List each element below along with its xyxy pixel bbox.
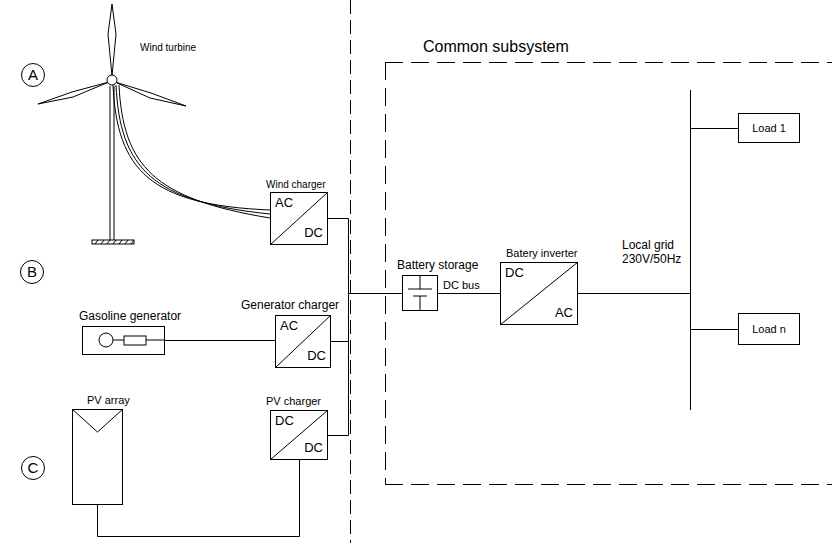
connector-line <box>578 294 738 330</box>
connector-line <box>328 294 402 436</box>
pv-array-box: PV array <box>72 409 123 505</box>
node-text: Load 1 <box>752 122 786 135</box>
callout-letter: C <box>28 459 39 476</box>
node-heading: PV array <box>87 394 130 407</box>
node-heading: PV charger <box>266 395 321 408</box>
callout-circle: A <box>21 63 45 87</box>
converter-box: Generator chargerACDC <box>275 315 331 368</box>
load-box: Load n <box>738 313 800 345</box>
part-label: Wind turbine <box>140 42 196 54</box>
dashed-border <box>385 484 832 485</box>
connector-line <box>98 460 300 537</box>
node-text: DC <box>307 349 326 364</box>
callout-circle: B <box>20 260 44 284</box>
battery-symbol <box>408 275 432 311</box>
grid-label: Local grid 230V/50Hz <box>622 238 681 267</box>
node-text: Load n <box>752 323 786 336</box>
node-text: DC <box>275 414 294 429</box>
node-heading: Generator charger <box>241 299 339 313</box>
node-text: DC <box>505 266 524 281</box>
dashed-border <box>385 62 386 485</box>
connector-line <box>578 129 738 294</box>
generator-symbol <box>99 333 165 347</box>
node-text: DC <box>304 441 323 456</box>
converter-diagonal <box>270 192 328 245</box>
node-heading: Common subsystem <box>423 38 569 56</box>
connector-line <box>328 219 402 294</box>
converter-diagonal <box>275 315 331 368</box>
wind-turbine <box>38 4 270 244</box>
connector-line <box>331 294 402 342</box>
edge-label: DC bus <box>442 279 481 292</box>
node-text: DC <box>304 226 323 241</box>
inverter-box: Batery inverterDCAC <box>500 262 578 325</box>
converter-box: Wind chargerACDC <box>270 192 328 245</box>
node-text: AC <box>555 306 573 321</box>
node-text: AC <box>275 196 293 211</box>
battery-box: Battery storage <box>402 275 438 311</box>
callout-letter: A <box>28 66 38 83</box>
node-heading: Wind charger <box>266 179 325 191</box>
node-text: AC <box>280 319 298 334</box>
generator-box: Gasoline generator <box>82 326 165 355</box>
subsystem-region: Common subsystemBattery storageBatery in… <box>385 62 832 485</box>
pv-symbol <box>72 409 123 432</box>
dashed-border <box>385 62 832 63</box>
separator-line <box>350 0 351 543</box>
node-heading: Batery inverter <box>506 247 578 260</box>
load-box: Load 1 <box>738 113 800 143</box>
node-heading: Gasoline generator <box>79 310 181 324</box>
converter-box: PV chargerDCDC <box>270 410 328 460</box>
connector-line <box>438 293 500 294</box>
node-heading: Battery storage <box>397 259 478 273</box>
callout-circle: C <box>21 456 45 480</box>
converter-diagonal <box>500 262 578 325</box>
connector-line <box>165 340 275 341</box>
converter-diagonal <box>270 410 328 460</box>
callout-letter: B <box>27 263 37 280</box>
